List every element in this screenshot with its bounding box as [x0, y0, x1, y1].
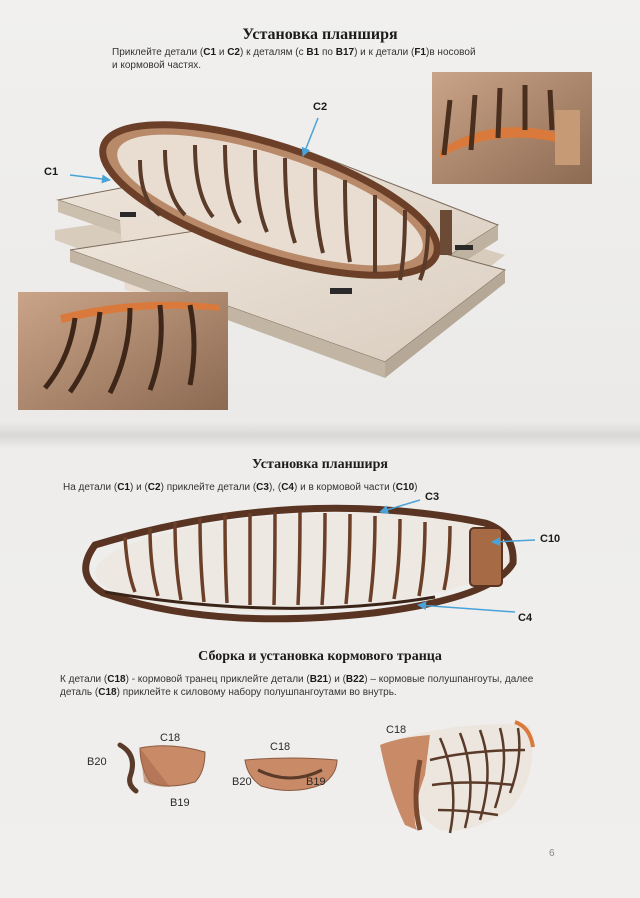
- label-c18-part2: C18: [270, 741, 291, 753]
- label-b20-part1: B20: [87, 756, 107, 768]
- stern-assembly-illustration: [380, 720, 535, 834]
- label-c18-part3: C18: [386, 724, 407, 736]
- section-title-2: Установка планширя: [252, 457, 388, 472]
- section-title-3: Сборка и установка кормового транца: [198, 649, 442, 664]
- page-number: 6: [549, 848, 555, 859]
- label-c18-part1: C18: [160, 732, 181, 744]
- callout-arrow-c3: [379, 499, 421, 514]
- detail-photo-bow: [18, 292, 228, 410]
- label-c1: C1: [44, 166, 59, 178]
- building-board-illustration: [55, 121, 507, 378]
- callout-arrow-c4: [417, 601, 516, 613]
- label-b19-part2: B19: [306, 776, 326, 788]
- label-b20-part2: B20: [232, 776, 252, 788]
- label-b19-part1: B19: [170, 797, 190, 809]
- section-instruction-2: На детали (C1) и (C2) приклейте детали (…: [63, 482, 418, 493]
- part-c18-transom-angled: [139, 745, 206, 787]
- callout-arrow-c10: [491, 537, 536, 547]
- label-c3: C3: [425, 491, 440, 503]
- label-c4: C4: [518, 612, 533, 624]
- label-c2: C2: [313, 101, 328, 113]
- detail-photo-stern: [432, 72, 592, 184]
- section-instruction-3: К детали (C18) - кормовой транец приклей…: [60, 674, 534, 698]
- section-instruction-1: Приклейте детали (C1 и C2) к деталям (с …: [112, 47, 476, 71]
- label-c10: C10: [540, 533, 561, 545]
- part-b20-curve: [117, 742, 139, 794]
- callout-arrow-c1: [69, 174, 111, 184]
- callout-arrow-c2: [301, 117, 319, 157]
- hull-frame-illustration: [82, 504, 517, 623]
- part-c18-transom-flat: [244, 757, 338, 792]
- section-title-1: Установка планширя: [242, 26, 398, 43]
